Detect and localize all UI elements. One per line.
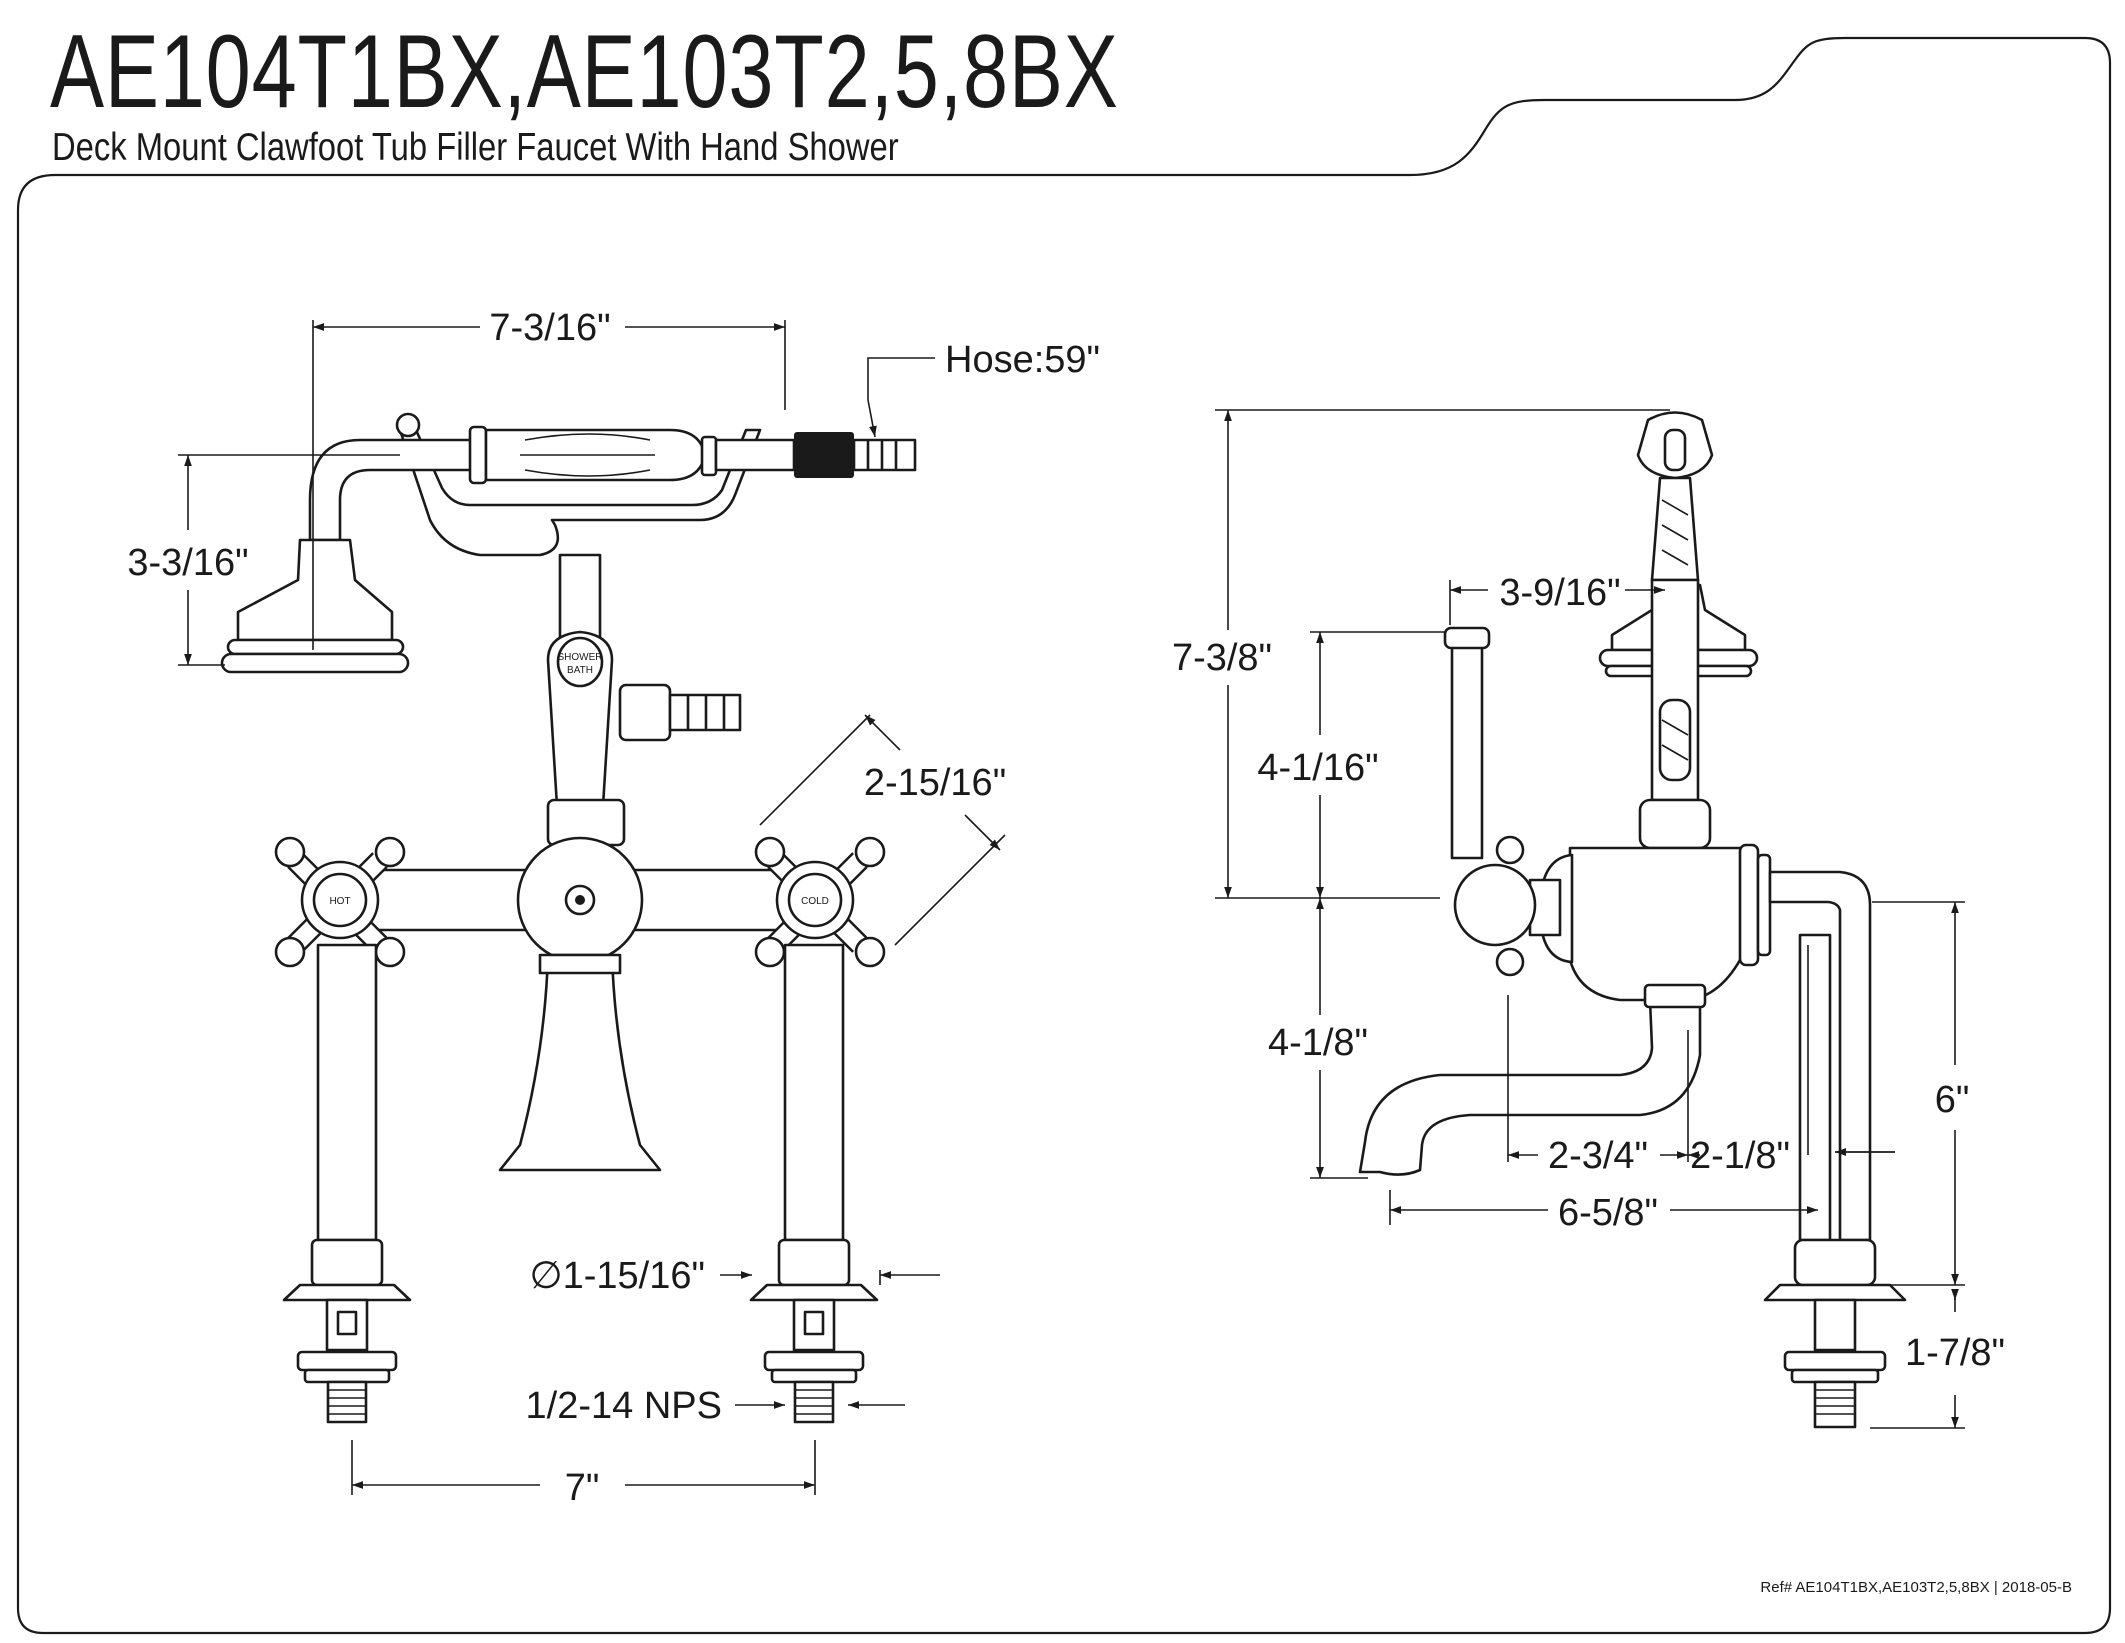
- hose-connector: [714, 438, 796, 472]
- side-riser-top: [1443, 626, 1491, 650]
- hub-screw-dot: [575, 895, 585, 905]
- dim-2-15-16: 2-15/16": [759, 714, 1006, 946]
- handset-grip-groove: [520, 433, 655, 477]
- side-shank: [1813, 1298, 1857, 1352]
- left-washer: [303, 1368, 391, 1384]
- dim-3-9-16: 3-9/16": [1449, 572, 1665, 625]
- spout-front: [498, 953, 662, 1172]
- side-cradle-stem: [1650, 476, 1700, 582]
- side-body-right-ring2: [1756, 853, 1772, 957]
- diverter-badge: [556, 636, 604, 688]
- dim-7-3-16: 7-3/16": [312, 307, 786, 650]
- dim-2-1-8: 2-1/8": [1688, 945, 1895, 1177]
- dim-center-spread: 7": [565, 1467, 600, 1509]
- right-thread: [793, 1380, 835, 1424]
- left-leg-nut: [310, 1238, 384, 1287]
- cold-label: COLD: [801, 896, 829, 907]
- dim-1-7-8: 1-7/8": [1870, 1289, 2005, 1429]
- shower-head-face: [220, 652, 410, 674]
- left-locknut: [296, 1350, 398, 1372]
- diverter-label-bottom: BATH: [567, 665, 593, 676]
- hose-stub: [852, 438, 917, 472]
- side-outlet-barb: [668, 693, 742, 732]
- hot-handle: HOT: [274, 836, 406, 968]
- side-outlet-nut: [618, 683, 672, 742]
- side-stem-twist: [1661, 499, 1689, 566]
- dim-spout-offset-a: 2-3/4": [1548, 1135, 1648, 1177]
- dim-spout-reach: 6-5/8": [1558, 1192, 1658, 1234]
- cradle-frame: [398, 428, 762, 557]
- left-leg: [316, 943, 378, 1242]
- side-riser: [1450, 628, 1484, 860]
- left-shank-window: [336, 1310, 358, 1336]
- dim-7-3-8: 7-3/8": [1172, 409, 1670, 899]
- handset-collar-left: [468, 425, 488, 485]
- dim-width-handshower: 7-3/16": [489, 307, 610, 349]
- side-spout-collar: [1643, 983, 1707, 1009]
- side-view: 7-3/8" 3-9/16" 4-1/16" 4-1/8" 6": [1172, 409, 2005, 1429]
- right-leg: [783, 943, 845, 1242]
- side-spout: [1358, 998, 1702, 1176]
- page-subtitle: Deck Mount Clawfoot Tub Filler Faucet Wi…: [52, 126, 899, 169]
- front-view: SHOWER BATH HOT: [127, 307, 1100, 1509]
- side-lever-bolt: [1658, 698, 1692, 782]
- spout-collar: [538, 953, 622, 975]
- dim-hose: Hose:59": [867, 339, 1100, 438]
- side-washer: [1790, 1368, 1880, 1384]
- side-supply-leg: [1798, 933, 1832, 1242]
- dim-diameter: ∅1-15/16": [530, 1255, 940, 1297]
- sheet-border: [16, 36, 2112, 1635]
- dim-spout-drop: 4-1/8": [1268, 1022, 1368, 1064]
- dim-cradle-offset: 3-9/16": [1499, 572, 1620, 614]
- right-leg-flange: [749, 1283, 879, 1302]
- cold-handle: COLD: [754, 836, 886, 968]
- dim-6-5-8: 6-5/8": [1389, 1190, 1818, 1234]
- dim-7: 7": [351, 1440, 816, 1509]
- shower-head: [236, 538, 394, 642]
- dim-4-1-16: 4-1/16": [1257, 631, 1445, 898]
- dim-shank-diameter: ∅1-15/16": [530, 1255, 705, 1297]
- side-body-right-ring: [1738, 843, 1760, 967]
- dim-overall-height: 7-3/8": [1172, 637, 1272, 679]
- left-shank: [325, 1298, 369, 1352]
- dim-thread-size: 1/2-14 NPS: [526, 1385, 722, 1427]
- right-washer: [770, 1368, 858, 1384]
- right-locknut: [763, 1350, 865, 1372]
- left-thread: [326, 1380, 368, 1424]
- dim-leg-height: 6": [1935, 1079, 1970, 1121]
- side-handle-cap: [1453, 863, 1537, 947]
- side-lever-twist: [1661, 719, 1689, 761]
- side-body: [1568, 846, 1747, 1002]
- side-thread: [1813, 1380, 1857, 1429]
- right-leg-nut: [777, 1238, 851, 1287]
- dim-2-3-4: 2-3/4": [1507, 995, 1689, 1177]
- left-leg-flange: [282, 1283, 412, 1302]
- cradle-hook: [395, 412, 421, 438]
- side-leg-flange: [1763, 1283, 1907, 1302]
- handset-collar-right: [700, 435, 718, 477]
- footer-reference: Ref# AE104T1BX,AE103T2,5,8BX | 2018-05-B: [1760, 1579, 2072, 1596]
- side-diverter-nut: [1638, 798, 1712, 850]
- dim-handshower-height: 3-3/16": [127, 542, 248, 584]
- side-leg-nut: [1793, 1238, 1877, 1287]
- right-shank-window: [803, 1310, 825, 1336]
- dim-handle-spread: 2-15/16": [864, 762, 1006, 804]
- shower-head-ring: [226, 638, 405, 656]
- side-locknut: [1783, 1350, 1887, 1372]
- dim-4-1-8: 4-1/8": [1268, 898, 1368, 1179]
- diverter-label-top: SHOWER: [558, 652, 603, 663]
- dim-body-height: 4-1/16": [1257, 747, 1378, 789]
- dim-3-3-16: 3-3/16": [127, 454, 400, 666]
- side-cradle-bolt: [1663, 428, 1687, 472]
- dim-hose-length: Hose:59": [945, 339, 1100, 381]
- page-title: AE104T1BX,AE103T2,5,8BX: [50, 14, 1119, 130]
- hot-label: HOT: [329, 896, 350, 907]
- hose-knurl: [794, 432, 854, 478]
- dim-shank-length: 1-7/8": [1905, 1332, 2005, 1374]
- dim-spout-offset-b: 2-1/8": [1690, 1135, 1790, 1177]
- dim-6: 6": [1872, 901, 1970, 1286]
- dim-nps: 1/2-14 NPS: [526, 1385, 905, 1427]
